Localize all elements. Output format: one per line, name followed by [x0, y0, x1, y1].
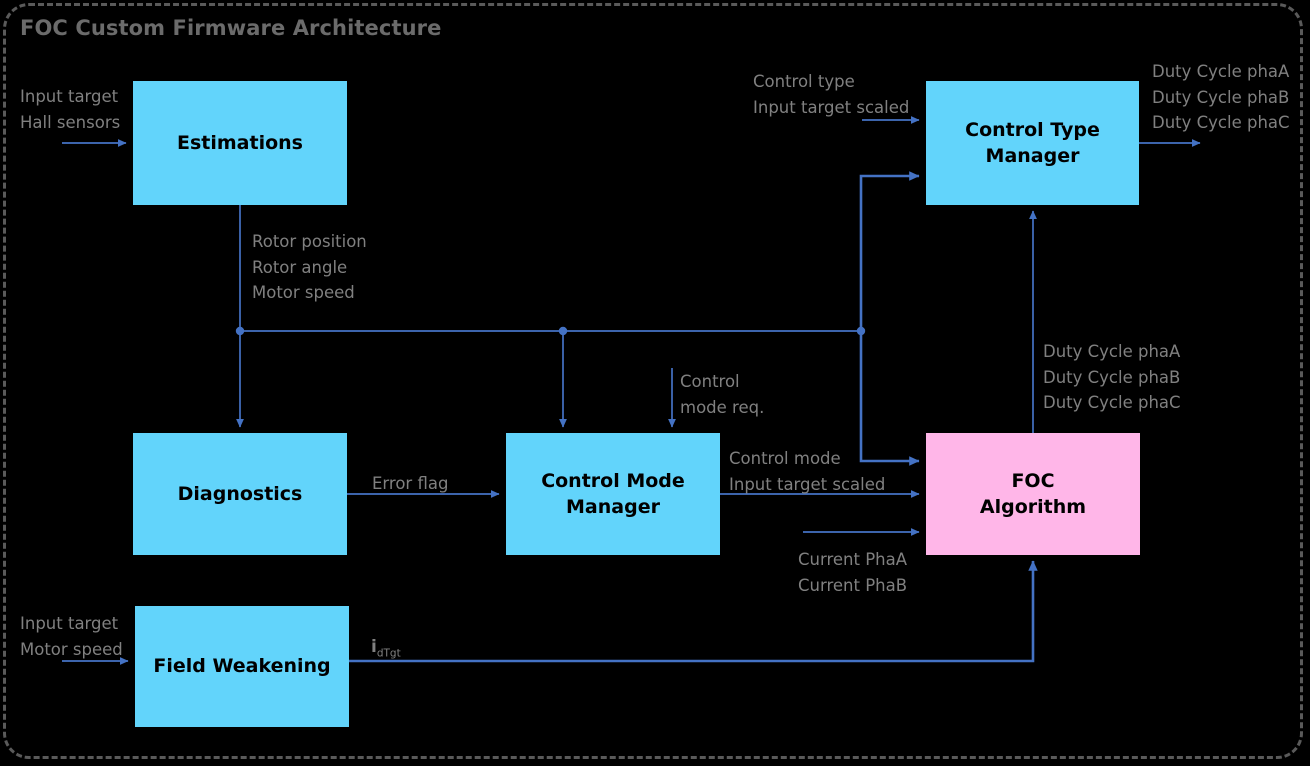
label-idtgt: idTgt: [371, 634, 401, 662]
bus-junction-control-mode: [558, 326, 568, 336]
label-control-mode-output: Control mode Input target scaled: [729, 449, 886, 494]
node-foc-algorithm[interactable]: FOC Algorithm: [926, 433, 1140, 555]
label-control-type-input: Control type Input target scaled: [753, 72, 910, 117]
label-error-flag: Error flag: [372, 474, 449, 493]
label-foc-current-inputs: Current PhaA Current PhaB: [798, 550, 908, 595]
wire-field-weakening-to-foc: [349, 560, 1038, 663]
label-control-mode-request: Control mode req.: [680, 372, 765, 417]
label-estimations-output: Rotor position Rotor angle Motor speed: [252, 232, 367, 303]
wire-bus-to-control-type-manager: [859, 171, 920, 331]
node-diagnostics[interactable]: Diagnostics: [133, 433, 347, 555]
node-field-weakening[interactable]: Field Weakening: [135, 606, 349, 727]
page-title: FOC Custom Firmware Architecture: [20, 16, 442, 40]
label-field-weakening-input: Input target Motor speed: [20, 614, 123, 659]
bus-junction-right: [856, 326, 866, 336]
idtgt-subscript: dTgt: [376, 647, 401, 660]
wire-bus-to-foc-algorithm: [859, 331, 920, 466]
label-foc-duty-cycle-output: Duty Cycle phaA Duty Cycle phaB Duty Cyc…: [1043, 342, 1181, 413]
label-estimations-input: Input target Hall sensors: [20, 87, 121, 132]
label-control-type-output: Duty Cycle phaA Duty Cycle phaB Duty Cyc…: [1152, 62, 1290, 133]
node-control-type-manager[interactable]: Control Type Manager: [926, 81, 1139, 205]
idtgt-symbol: i: [371, 637, 377, 657]
node-control-mode-manager[interactable]: Control Mode Manager: [506, 433, 720, 555]
bus-junction-estimations: [235, 326, 245, 336]
node-estimations[interactable]: Estimations: [133, 81, 347, 205]
